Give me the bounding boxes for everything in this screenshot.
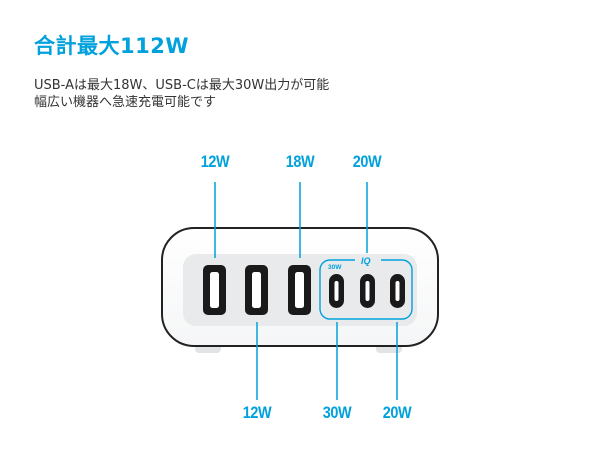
usb-c-port-1: [329, 274, 344, 308]
usb-a-port-3: [288, 265, 311, 315]
badge-iq: IQ: [361, 256, 371, 266]
usb-a-port-1: [203, 265, 226, 315]
top-label-3: 20W: [352, 152, 382, 171]
top-label-1: 12W: [200, 152, 230, 171]
usb-c-port-2: [360, 274, 375, 308]
headline: 合計最大112W: [34, 34, 189, 58]
description-line-1: USB-Aは最大18W、USB-Cは最大30W出力が可能: [34, 78, 330, 93]
iq-badge-backdrop: [355, 255, 381, 265]
top-label-2: 18W: [285, 152, 315, 171]
usb-a-port-2: [245, 265, 268, 315]
bottom-label-2: 30W: [322, 403, 352, 422]
bottom-label-3: 20W: [382, 403, 412, 422]
description: USB-Aは最大18W、USB-Cは最大30W出力が可能 幅広い機器へ急速充電可…: [34, 77, 454, 111]
description-line-2: 幅広い機器へ急速充電可能です: [34, 95, 217, 110]
bottom-label-1: 12W: [242, 403, 272, 422]
usb-c-port-3: [390, 274, 405, 308]
badge-30w: 30W: [328, 264, 342, 271]
